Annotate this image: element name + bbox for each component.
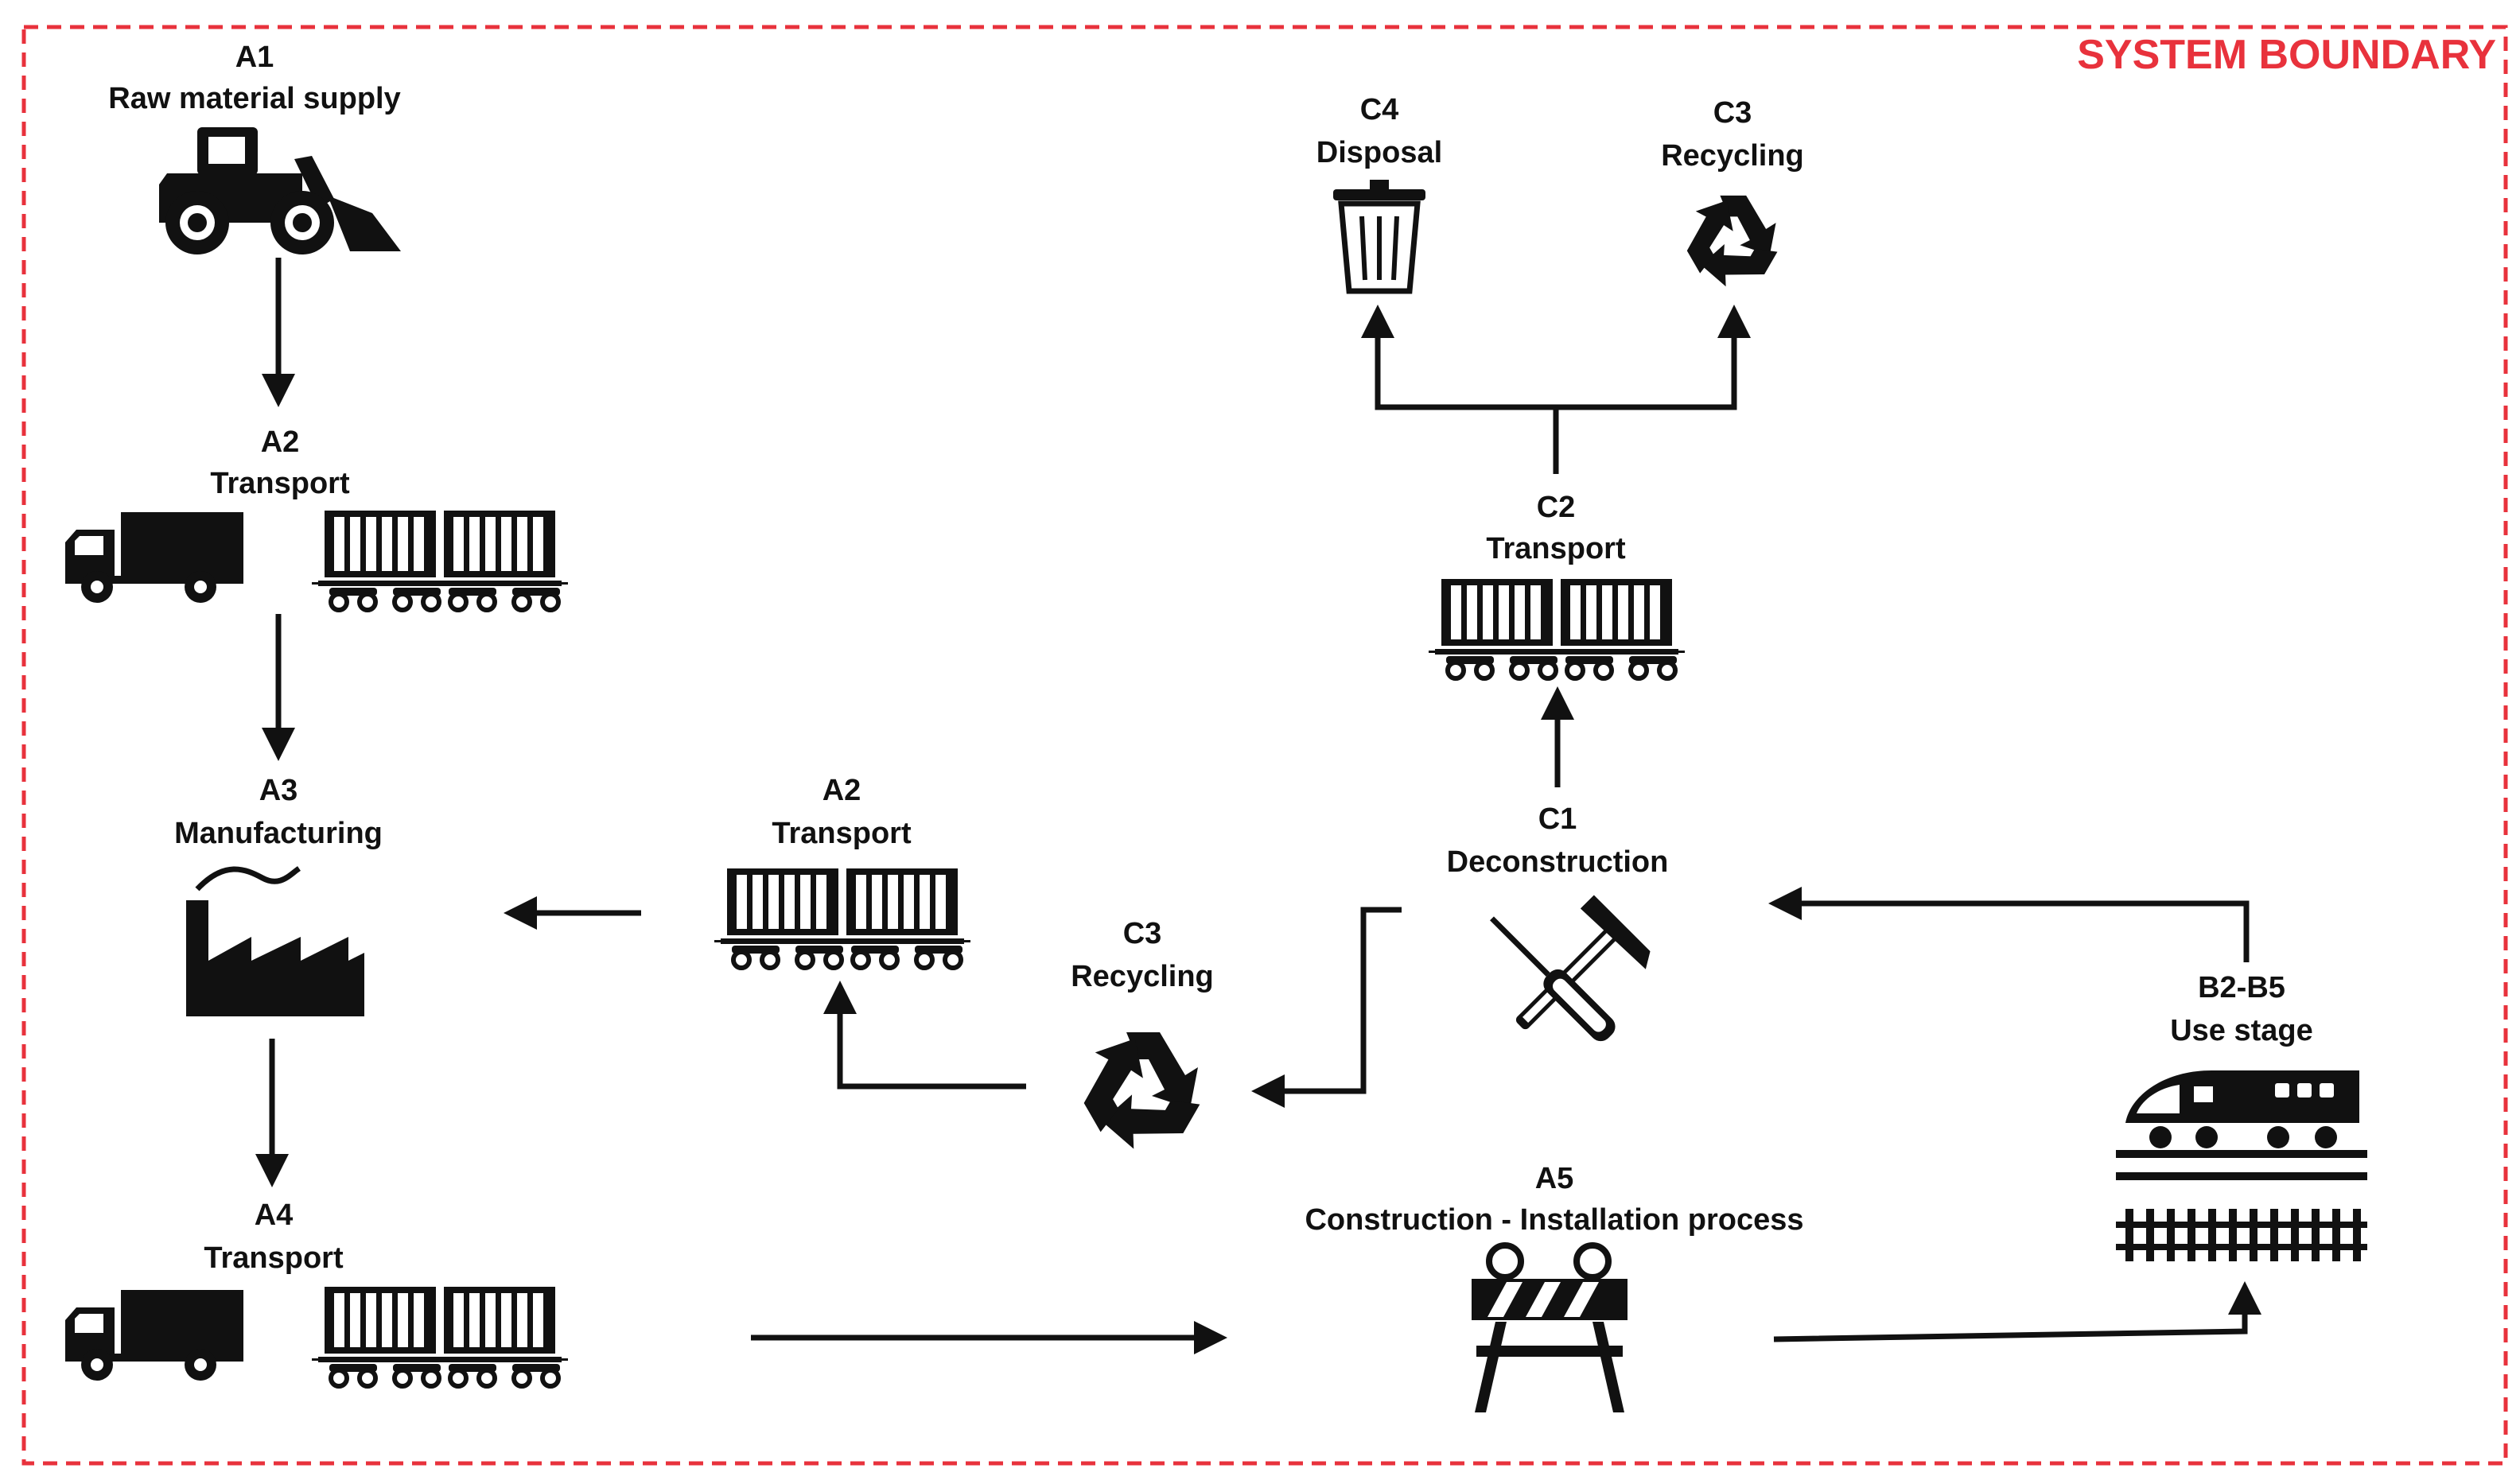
stage-a3-code: A3 xyxy=(259,774,298,807)
truck-icon xyxy=(65,512,243,603)
truck-icon xyxy=(65,1290,243,1381)
recycle-icon xyxy=(1672,195,1777,300)
stage-a2-mid-name: Transport xyxy=(772,817,912,850)
stage-a5-code: A5 xyxy=(1535,1162,1574,1195)
arrow-b2b5-c1 xyxy=(1768,887,2250,962)
stage-a2-left-code: A2 xyxy=(261,425,300,459)
stage-c2-name: Transport xyxy=(1486,532,1626,565)
system-boundary-title: SYSTEM BOUNDARY xyxy=(2077,32,2496,78)
stage-a4-name: Transport xyxy=(204,1241,344,1275)
recycle-icon xyxy=(1065,1031,1200,1166)
freight-train-icon xyxy=(312,511,568,610)
arrow-c3-mid-a2 xyxy=(823,981,1026,1090)
stage-c3-top-code: C3 xyxy=(1713,96,1752,130)
freight-train-icon xyxy=(714,868,970,968)
arrow-c1-c3 xyxy=(1251,907,1402,1108)
stage-a3-name: Manufacturing xyxy=(174,817,383,850)
stage-a4-code: A4 xyxy=(255,1198,294,1232)
stage-c4-code: C4 xyxy=(1360,93,1399,126)
stage-c3-top-name: Recycling xyxy=(1661,139,1804,173)
system-boundary xyxy=(21,25,2508,1466)
stage-c1-name: Deconstruction xyxy=(1447,845,1669,879)
stage-c2-code: C2 xyxy=(1537,491,1576,524)
stage-a2-mid-code: A2 xyxy=(822,774,861,807)
arrow-c2-c4 xyxy=(1361,305,1556,410)
road-barrier-icon xyxy=(1472,1242,1628,1412)
freight-train-icon xyxy=(1429,579,1685,678)
stage-c4-name: Disposal xyxy=(1316,136,1442,169)
factory-icon xyxy=(186,866,364,1016)
stage-a2-left-name: Transport xyxy=(210,467,350,500)
stage-a1-code: A1 xyxy=(235,41,274,74)
train-on-track-icon xyxy=(2116,1070,2367,1261)
stage-a1-name: Raw material supply xyxy=(108,82,400,115)
wheel-loader-icon xyxy=(159,127,401,254)
stage-c3-mid-code: C3 xyxy=(1123,917,1162,950)
stage-a5-name: Construction - Installation process xyxy=(1305,1203,1803,1237)
trash-bin-icon xyxy=(1333,180,1425,294)
stage-b2b5-name: Use stage xyxy=(2170,1014,2313,1047)
stage-c3-mid-name: Recycling xyxy=(1071,960,1214,993)
arrow-c2-c3 xyxy=(1556,305,1751,410)
arrow-a5-b2b5 xyxy=(1773,1281,2261,1342)
stage-b2b5-code: B2-B5 xyxy=(2198,971,2285,1004)
hammer-screwdriver-icon xyxy=(1490,895,1651,1042)
freight-train-icon xyxy=(312,1287,568,1386)
stage-c1-code: C1 xyxy=(1538,802,1577,836)
